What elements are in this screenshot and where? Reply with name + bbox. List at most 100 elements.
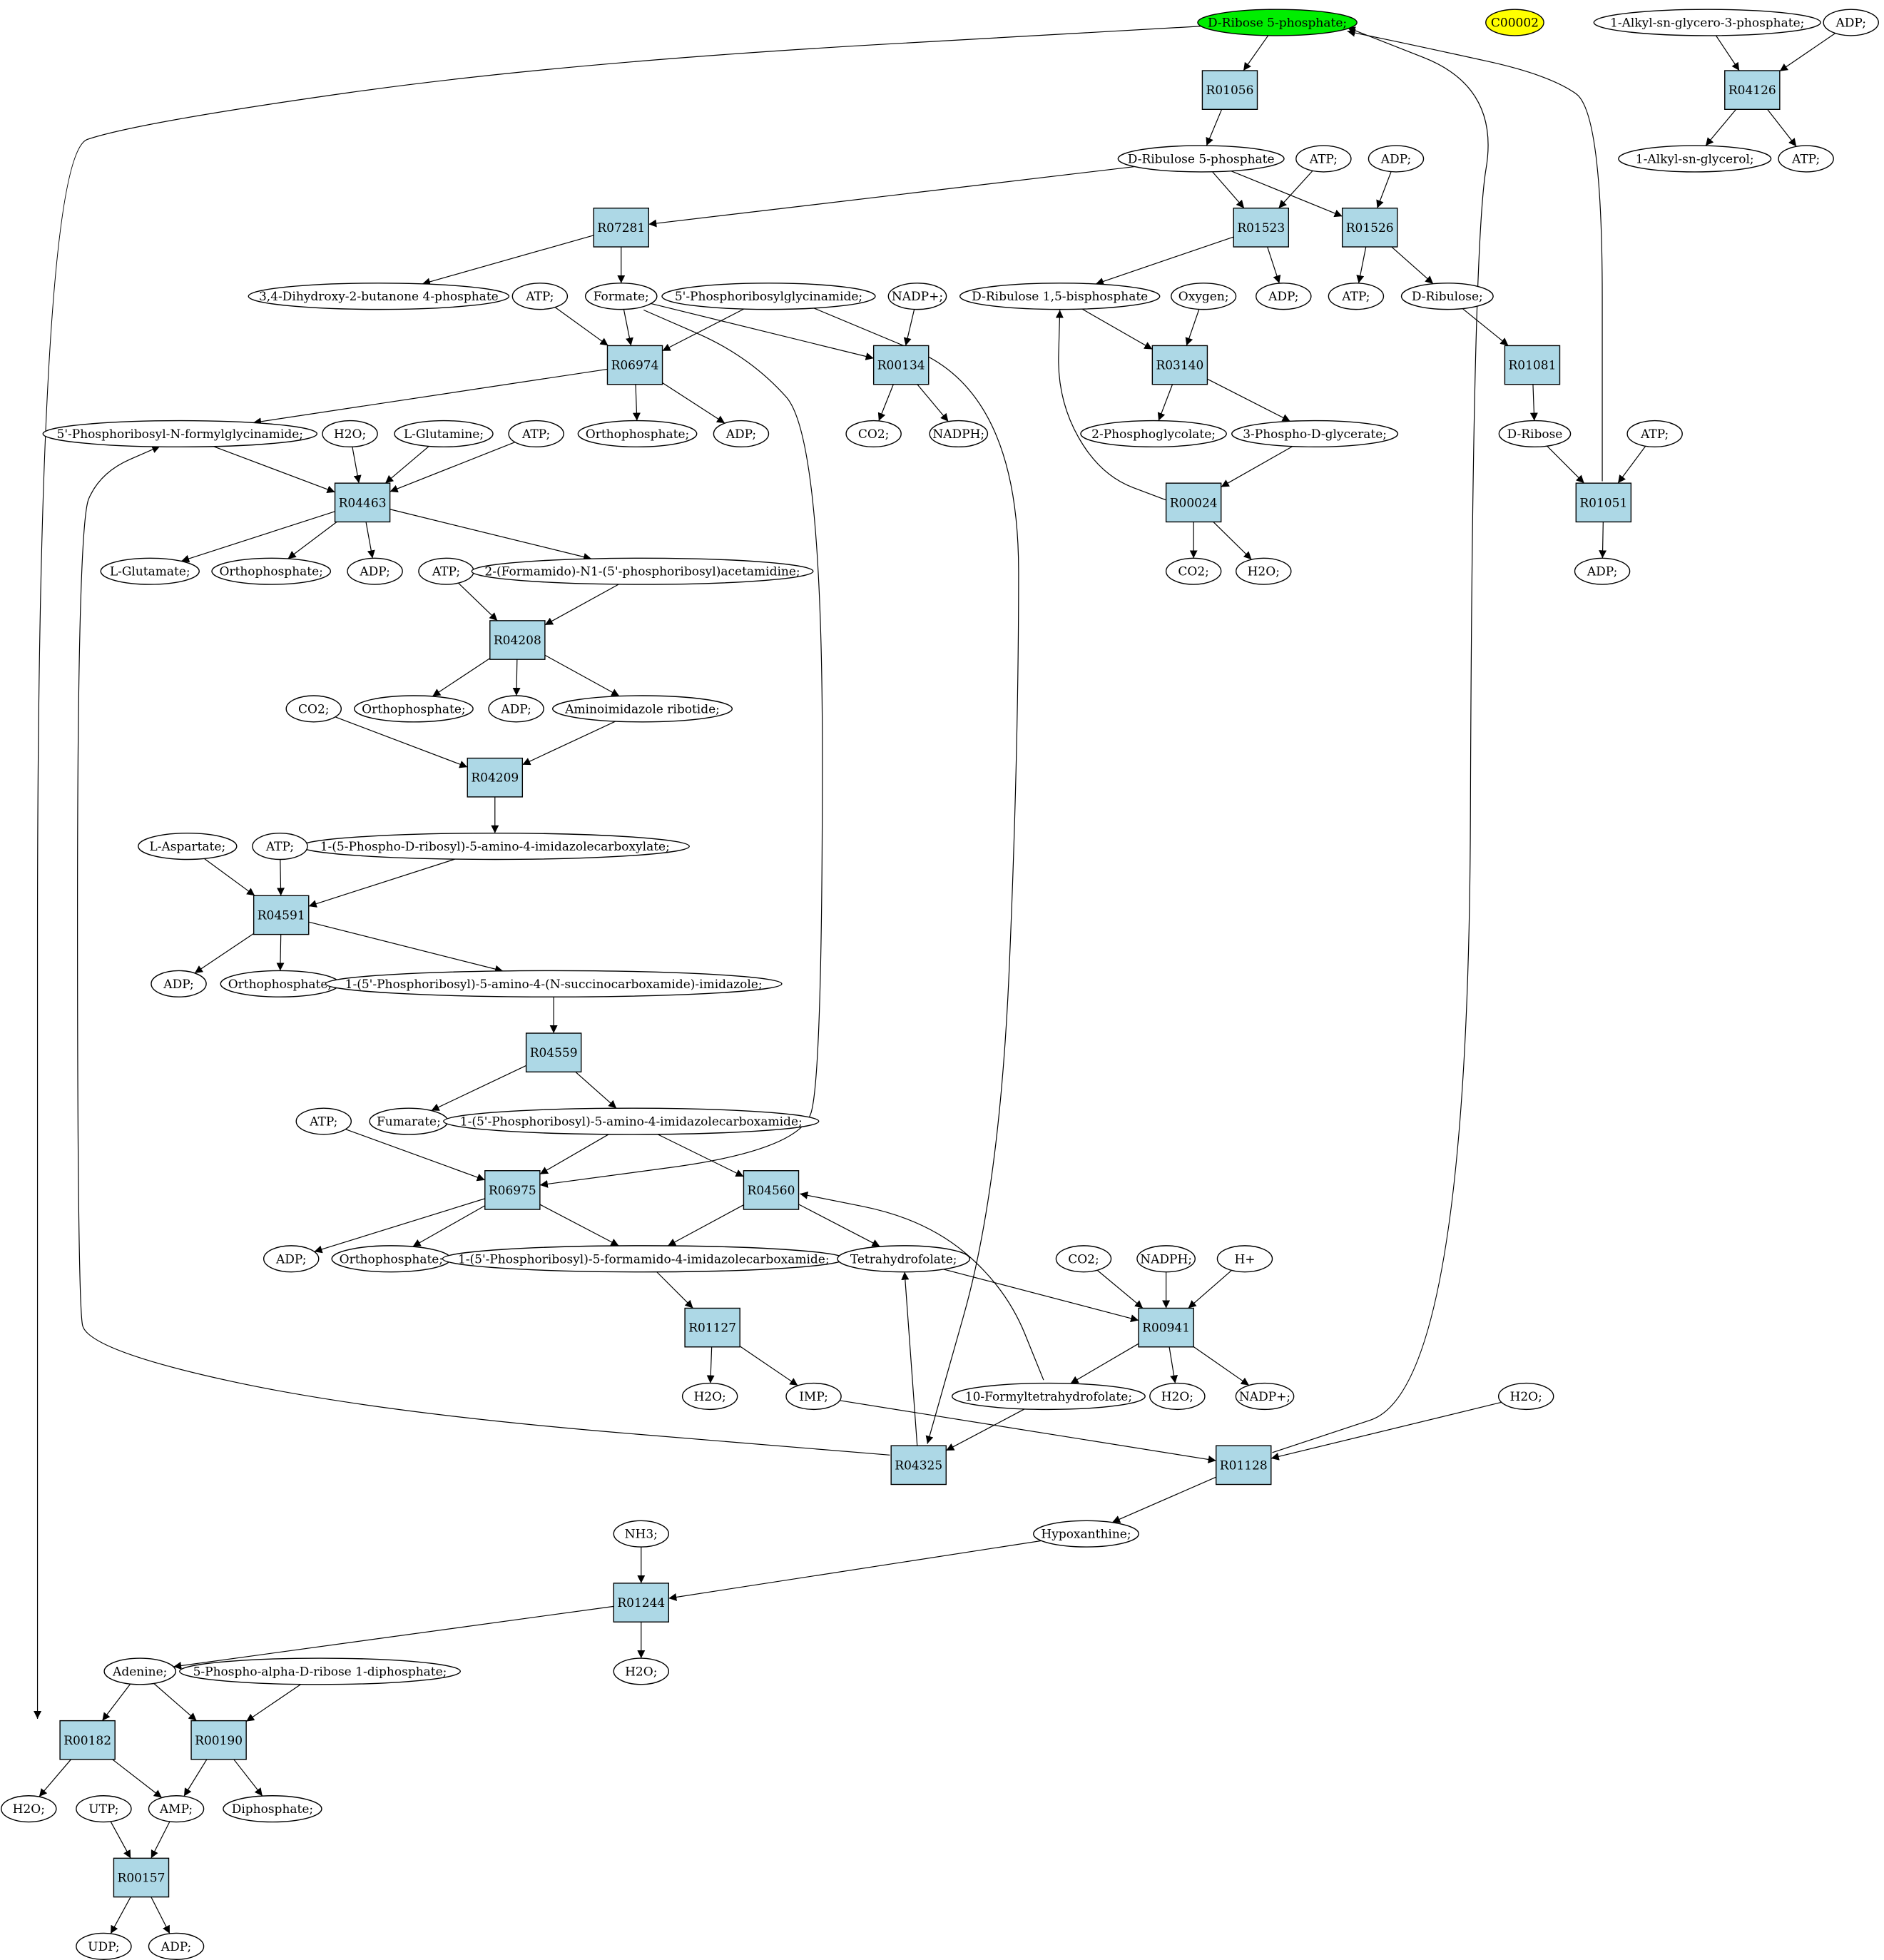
reaction-node-R01127[interactable]: R01127: [684, 1307, 740, 1348]
compound-ellipse[interactable]: [552, 695, 733, 723]
compound-ellipse[interactable]: [1778, 145, 1834, 173]
compound-node-rubp[interactable]: D-Ribulose 1,5-bisphosphate: [959, 283, 1161, 310]
compound-node-saicar[interactable]: 1-(5'-Phosphoribosyl)-5-amino-4-(N-succi…: [325, 970, 783, 997]
reaction-box[interactable]: [484, 1170, 541, 1210]
reaction-box[interactable]: [684, 1307, 740, 1348]
reaction-node-R06974[interactable]: R06974: [606, 345, 663, 385]
compound-ellipse[interactable]: [211, 557, 332, 585]
compound-node-utp[interactable]: UTP;: [76, 1795, 132, 1823]
compound-node-ru5p[interactable]: D-Ribulose 5-phosphate: [1117, 145, 1285, 173]
reaction-box[interactable]: [113, 1857, 170, 1898]
compound-node-adp_4208[interactable]: ADP;: [488, 695, 544, 723]
compound-ellipse[interactable]: [325, 970, 783, 997]
reaction-node-R00157[interactable]: R00157: [113, 1857, 170, 1898]
compound-node-adp_1523[interactable]: ADP;: [1256, 283, 1312, 310]
reaction-node-R01051[interactable]: R01051: [1575, 482, 1632, 523]
compound-node-udp[interactable]: UDP;: [76, 1932, 132, 1960]
compound-node-amp[interactable]: AMP;: [148, 1795, 205, 1823]
compound-node-glu[interactable]: L-Glutamate;: [100, 557, 200, 585]
compound-ellipse[interactable]: [1117, 145, 1285, 173]
compound-ellipse[interactable]: [1256, 283, 1312, 310]
compound-node-atp_1523[interactable]: ATP;: [1295, 145, 1352, 173]
compound-node-adp_t[interactable]: ADP;: [1823, 9, 1879, 36]
compound-node-air[interactable]: Aminoimidazole ribotide;: [552, 695, 733, 723]
reaction-box[interactable]: [1233, 208, 1290, 248]
compound-ellipse[interactable]: [1485, 9, 1544, 36]
compound-node-alkylg3p[interactable]: 1-Alkyl-sn-glycero-3-phosphate;: [1593, 9, 1821, 36]
reaction-box[interactable]: [872, 345, 930, 385]
reaction-node-R01526[interactable]: R01526: [1341, 208, 1398, 248]
compound-ellipse[interactable]: [103, 1657, 177, 1685]
compound-node-h2o_182[interactable]: H2O;: [1, 1795, 57, 1823]
compound-node-adenine[interactable]: Adenine;: [103, 1657, 177, 1685]
reaction-node-R04325[interactable]: R04325: [890, 1445, 947, 1486]
reaction-box[interactable]: [1504, 345, 1561, 385]
reaction-box[interactable]: [613, 1583, 670, 1623]
compound-ellipse[interactable]: [76, 1795, 132, 1823]
compound-ellipse[interactable]: [1080, 420, 1227, 448]
compound-ellipse[interactable]: [148, 1795, 205, 1823]
compound-ellipse[interactable]: [681, 1382, 738, 1411]
compound-ellipse[interactable]: [100, 557, 200, 585]
compound-ellipse[interactable]: [151, 970, 207, 997]
compound-ellipse[interactable]: [263, 1245, 320, 1273]
reaction-box[interactable]: [1138, 1307, 1194, 1348]
compound-node-h2o_24[interactable]: H2O;: [1236, 557, 1292, 585]
reaction-box[interactable]: [593, 208, 649, 248]
reaction-node-R00024[interactable]: R00024: [1165, 482, 1222, 523]
reaction-node-R04208[interactable]: R04208: [489, 620, 546, 660]
reaction-box[interactable]: [334, 482, 391, 523]
reaction-node-R04126[interactable]: R04126: [1724, 70, 1781, 110]
reaction-node-R04559[interactable]: R04559: [525, 1032, 582, 1073]
compound-ellipse[interactable]: [394, 420, 494, 448]
compound-ellipse[interactable]: [1498, 420, 1572, 448]
compound-ellipse[interactable]: [1055, 1245, 1112, 1273]
compound-ellipse[interactable]: [179, 1657, 461, 1685]
reaction-box[interactable]: [1165, 482, 1222, 523]
compound-node-imp[interactable]: IMP;: [785, 1382, 842, 1411]
compound-node-dhbp[interactable]: 3,4-Dihydroxy-2-butanone 4-phosphate: [248, 283, 510, 310]
reaction-box[interactable]: [467, 757, 524, 798]
compound-ellipse[interactable]: [613, 1520, 670, 1548]
compound-node-cair[interactable]: 1-(5-Phospho-D-ribosyl)-5-amino-4-imidaz…: [300, 833, 690, 860]
compound-ellipse[interactable]: [1171, 283, 1237, 310]
compound-node-co2_24[interactable]: CO2;: [1165, 557, 1222, 585]
compound-node-r5p[interactable]: D-Ribose 5-phosphate;: [1197, 9, 1358, 36]
reaction-box[interactable]: [1575, 482, 1632, 523]
reaction-node-R04560[interactable]: R04560: [743, 1170, 800, 1210]
compound-node-thf[interactable]: Tetrahydrofolate;: [837, 1245, 971, 1273]
compound-node-formate[interactable]: Formate;: [584, 283, 658, 310]
compound-ellipse[interactable]: [1618, 145, 1772, 173]
compound-node-hplus[interactable]: H+: [1216, 1245, 1273, 1273]
reaction-node-R04209[interactable]: R04209: [467, 757, 524, 798]
reaction-box[interactable]: [890, 1445, 947, 1486]
compound-ellipse[interactable]: [252, 833, 308, 860]
compound-ellipse[interactable]: [1295, 145, 1352, 173]
compound-node-fgar[interactable]: 5'-Phosphoribosyl-N-formylglycinamide;: [42, 420, 318, 448]
compound-node-alkylg[interactable]: 1-Alkyl-sn-glycerol;: [1618, 145, 1772, 173]
reaction-node-R01244[interactable]: R01244: [613, 1583, 670, 1623]
compound-ellipse[interactable]: [285, 695, 342, 723]
compound-ellipse[interactable]: [148, 1932, 205, 1960]
compound-ellipse[interactable]: [713, 420, 770, 448]
reaction-box[interactable]: [489, 620, 546, 660]
compound-node-pi_4208[interactable]: Orthophosphate;: [353, 695, 474, 723]
compound-ellipse[interactable]: [76, 1932, 132, 1960]
compound-ellipse[interactable]: [1328, 283, 1385, 310]
compound-ellipse[interactable]: [929, 420, 989, 448]
compound-node-nadp_941[interactable]: NADP+;: [1235, 1382, 1295, 1411]
reaction-box[interactable]: [253, 895, 310, 935]
compound-node-adp_1526[interactable]: ADP;: [1368, 145, 1425, 173]
compound-ellipse[interactable]: [347, 557, 403, 585]
compound-node-oxygen[interactable]: Oxygen;: [1171, 283, 1237, 310]
compound-node-pga[interactable]: 3-Phospho-D-glycerate;: [1231, 420, 1399, 448]
compound-ellipse[interactable]: [959, 283, 1161, 310]
compound-ellipse[interactable]: [488, 695, 544, 723]
compound-node-fumarate[interactable]: Fumarate;: [369, 1107, 449, 1135]
compound-node-pglycolate[interactable]: 2-Phosphoglycolate;: [1080, 420, 1227, 448]
compound-ellipse[interactable]: [845, 420, 902, 448]
compound-node-atp_t[interactable]: ATP;: [1778, 145, 1834, 173]
compound-node-adp_6974[interactable]: ADP;: [713, 420, 770, 448]
compound-ellipse[interactable]: [42, 420, 318, 448]
reaction-node-R06975[interactable]: R06975: [484, 1170, 541, 1210]
